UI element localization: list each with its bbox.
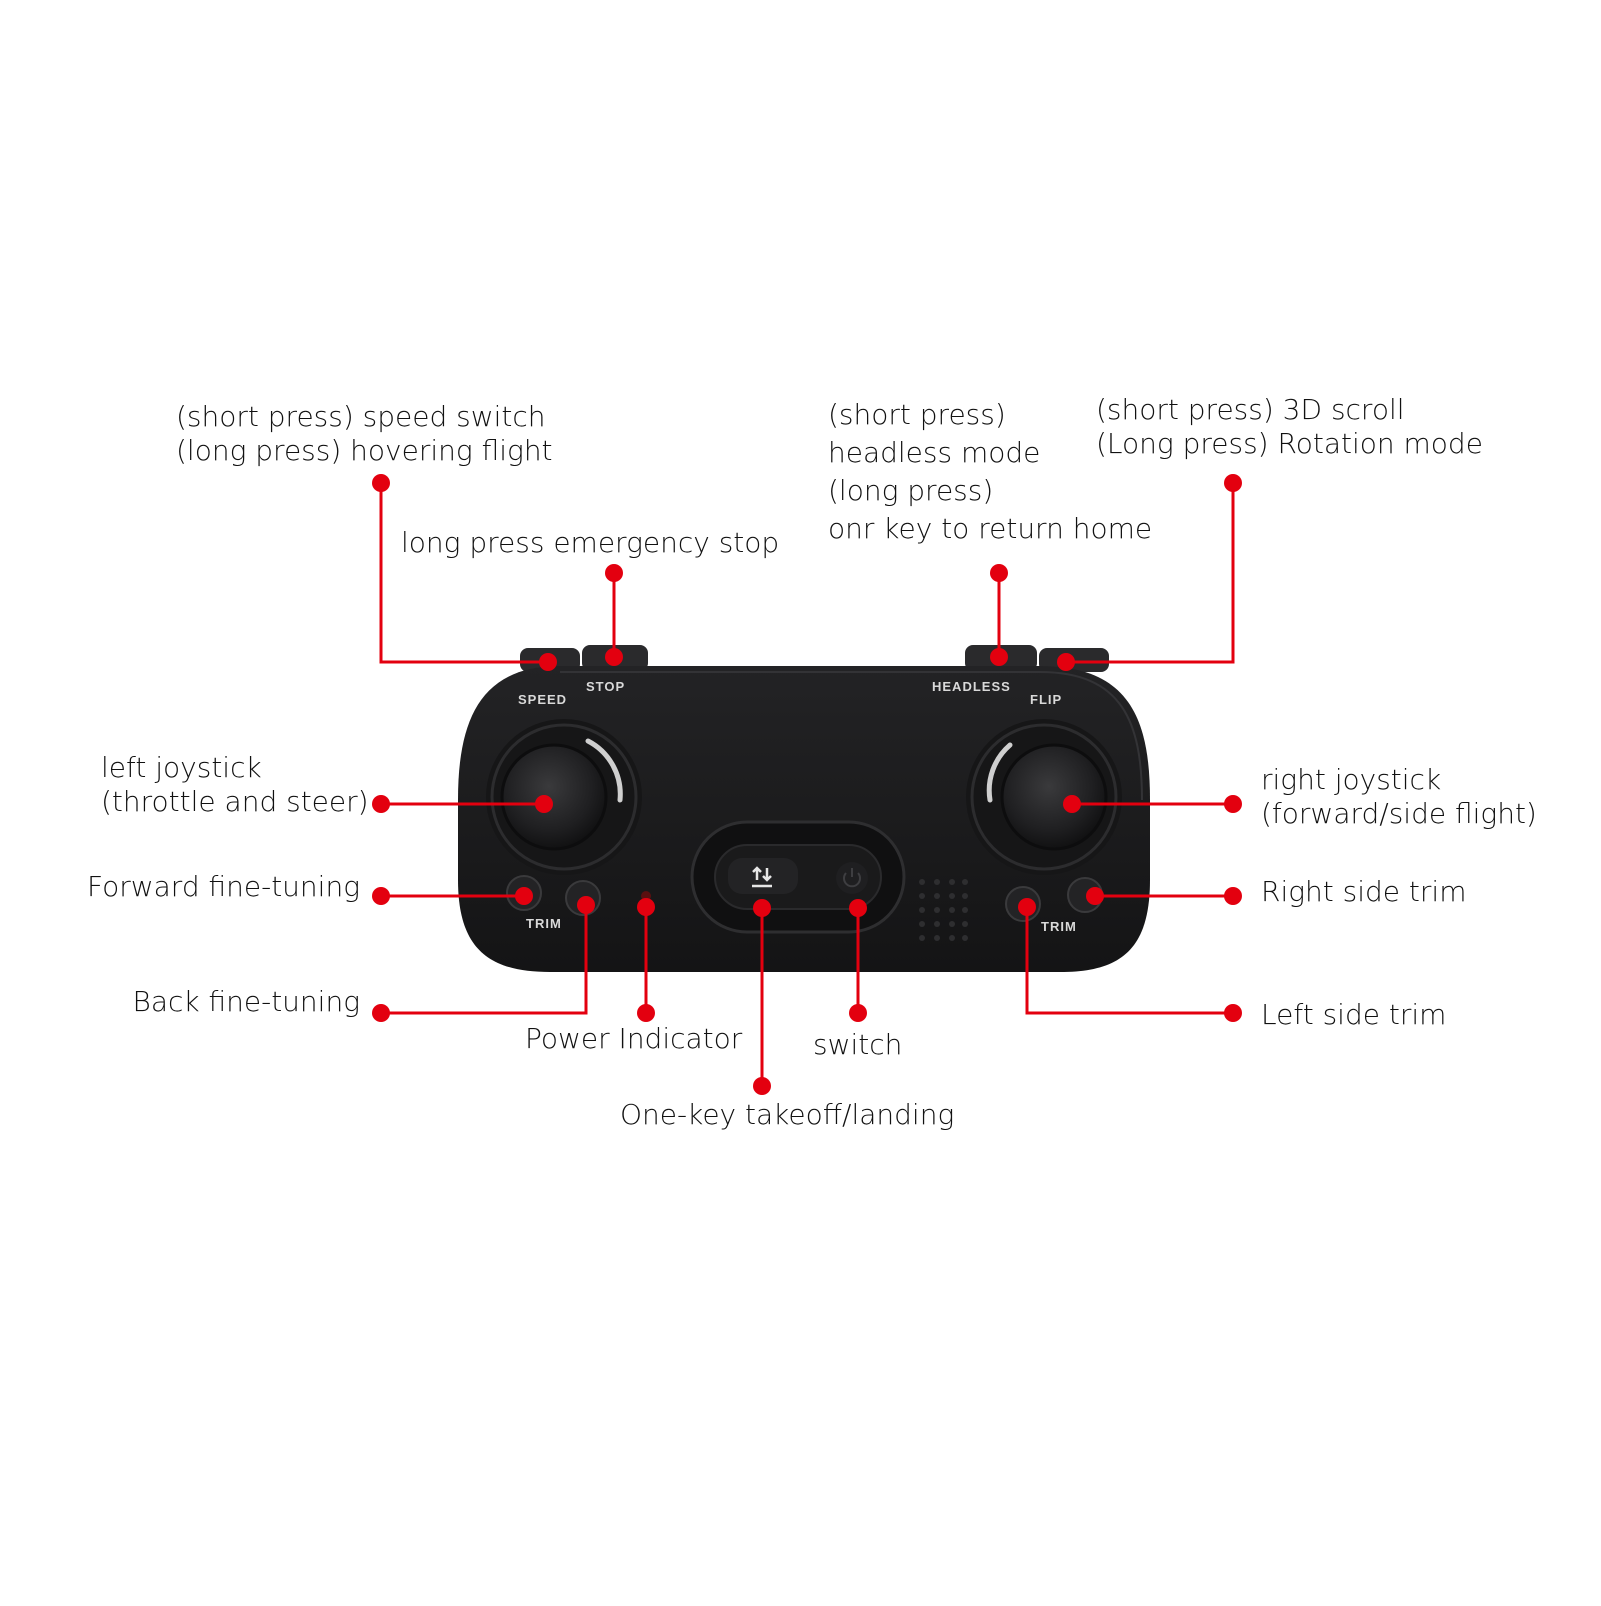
callout-headless-mode-line-3: (long press) xyxy=(828,474,994,507)
left-joystick[interactable] xyxy=(486,719,642,875)
callout-takeoff-landing-line-1: One-key takeoff/landing xyxy=(620,1098,955,1131)
callout-forward-tuning-line-1: Forward fine-tuning xyxy=(86,870,360,903)
callout-power-indicator: Power Indicator xyxy=(525,1022,742,1056)
callout-left-trim: Left side trim xyxy=(1261,998,1446,1032)
flip-print: FLIP xyxy=(1030,692,1062,707)
callout-right-joystick: right joystick (forward/side flight) xyxy=(1261,763,1537,831)
trim-right-print: TRIM xyxy=(1041,919,1077,934)
power-switch-button[interactable] xyxy=(836,862,868,894)
speaker-grille xyxy=(919,879,968,941)
controller-body xyxy=(458,666,1150,972)
callout-right-trim-line-1: Right side trim xyxy=(1261,875,1467,908)
power-icon xyxy=(843,868,861,888)
callout-headless-mode-line-1: (short press) xyxy=(828,398,1006,431)
callout-dots xyxy=(372,474,1242,1095)
callout-power-indicator-line-1: Power Indicator xyxy=(525,1022,743,1055)
callout-scroll-rotation-line-1: (short press) 3D scroll xyxy=(1096,393,1405,426)
right-joystick[interactable] xyxy=(966,719,1122,875)
callout-emergency-stop: long press emergency stop xyxy=(401,526,779,560)
callout-switch-line-1: switch xyxy=(813,1028,903,1061)
callout-scroll-rotation-line-2: (Long press) Rotation mode xyxy=(1096,427,1483,460)
takeoff-landing-icon xyxy=(752,866,772,888)
line-speed-switch xyxy=(379,483,548,664)
line-scroll-rotation xyxy=(1066,483,1235,664)
callout-headless-mode: (short press) headless mode (long press)… xyxy=(828,396,1152,548)
callout-lines xyxy=(379,483,1235,1086)
line-back-tuning xyxy=(381,905,588,1015)
callout-speed-switch-line-2: (long press) hovering flight xyxy=(176,434,553,467)
callout-left-joystick-line-2: (throttle and steer) xyxy=(101,785,369,818)
headless-print: HEADLESS xyxy=(932,679,1011,694)
callout-emergency-stop-line-1: long press emergency stop xyxy=(401,526,780,559)
callout-right-trim: Right side trim xyxy=(1261,875,1466,909)
callout-takeoff-landing: One-key takeoff/landing xyxy=(620,1098,954,1132)
trim-left-print: TRIM xyxy=(526,916,562,931)
callout-speed-switch: (short press) speed switch (long press) … xyxy=(176,400,553,468)
callout-forward-tuning: Forward fine-tuning xyxy=(87,870,360,904)
speed-print: SPEED xyxy=(518,692,567,707)
callout-right-joystick-line-1: right joystick xyxy=(1261,763,1442,796)
callout-left-joystick: left joystick (throttle and steer) xyxy=(101,751,369,819)
callout-left-joystick-line-1: left joystick xyxy=(101,751,262,784)
callout-scroll-rotation: (short press) 3D scroll (Long press) Rot… xyxy=(1096,393,1483,461)
stop-print: STOP xyxy=(586,679,625,694)
callout-back-tuning-line-1: Back fine-tuning xyxy=(132,985,360,1018)
callout-headless-mode-line-2: headless mode xyxy=(828,436,1041,469)
callout-right-joystick-line-2: (forward/side flight) xyxy=(1261,797,1537,830)
callout-switch: switch xyxy=(813,1028,902,1062)
callout-back-tuning: Back fine-tuning xyxy=(132,985,360,1019)
callout-speed-switch-line-1: (short press) speed switch xyxy=(176,400,546,433)
callout-headless-mode-line-4: onr key to return home xyxy=(828,512,1153,545)
center-button-pod xyxy=(690,820,906,934)
callout-left-trim-line-1: Left side trim xyxy=(1261,998,1447,1031)
line-left-trim xyxy=(1025,907,1233,1015)
